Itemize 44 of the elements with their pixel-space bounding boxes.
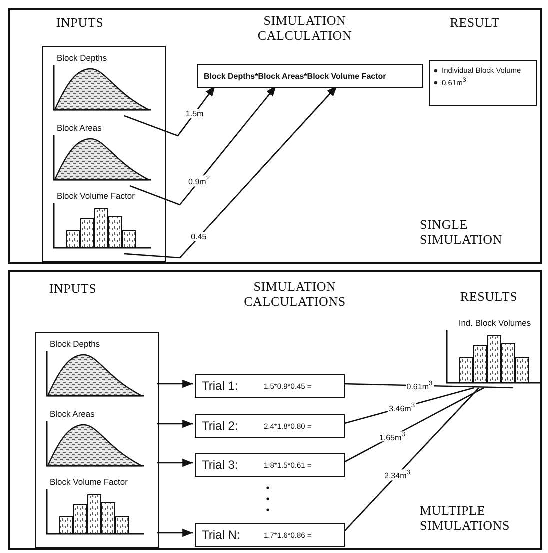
panel-title: MULTIPLE SIMULATIONS (420, 504, 511, 534)
edge-label: 0.9m$^{2}$ (188, 176, 212, 187)
edge-label: 1.5m (184, 109, 205, 118)
trial-name: Trial 3: (202, 458, 240, 472)
connector-arrow (157, 380, 193, 388)
connector-arrow (157, 420, 193, 428)
formula-text: Block Depths*Block Areas*Block Volume Factor (204, 72, 386, 80)
trial-box (195, 523, 345, 547)
column-heading: SIMULATION CALCULATIONS (243, 280, 347, 310)
edge-label: 1.65m$^{3}$ (378, 431, 406, 442)
trial-box (195, 414, 345, 438)
chart-title: Block Depths (49, 339, 102, 349)
column-heading: SIMULATION CALCULATION (256, 14, 354, 44)
edge-label: 2.34m$^{3}$ (384, 470, 412, 480)
connector-arrow (124, 86, 216, 137)
column-heading: RESULTS (459, 290, 519, 305)
column-heading: RESULT (449, 16, 501, 31)
connector-arrow (124, 86, 338, 259)
chart-title: Block Areas (56, 123, 103, 133)
panel-frame (8, 270, 542, 550)
connector-arrow (157, 528, 193, 538)
connector-arrow (157, 458, 193, 468)
edge-label: 3.46m$^{3}$ (388, 402, 416, 414)
edge-label: 0.45 (190, 232, 208, 242)
chart-title: Ind. Block Volumes (458, 318, 532, 328)
panel-frame (8, 8, 542, 264)
inputs-frame (42, 46, 166, 262)
inputs-frame (35, 332, 159, 548)
connector-arrow (130, 86, 277, 206)
column-heading: INPUTS (55, 16, 105, 31)
result-box (429, 60, 537, 106)
chart-title: Block Volume Factor (49, 477, 129, 487)
edge-label: 0.61m$^{3}$ (406, 380, 434, 392)
chart-title: Block Depths (56, 53, 108, 63)
column-heading: INPUTS (48, 282, 98, 297)
trial-box (195, 374, 345, 398)
panel-title: SINGLE SIMULATION (420, 218, 504, 248)
chart-title: Block Areas (49, 409, 96, 419)
chart-title: Block Volume Factor (56, 191, 136, 201)
trial-name: Trial 2: (202, 419, 240, 433)
formula-box (197, 64, 423, 88)
trial-name: Trial N: (202, 528, 242, 542)
trial-box (195, 453, 345, 477)
trial-name: Trial 1: (202, 379, 240, 393)
